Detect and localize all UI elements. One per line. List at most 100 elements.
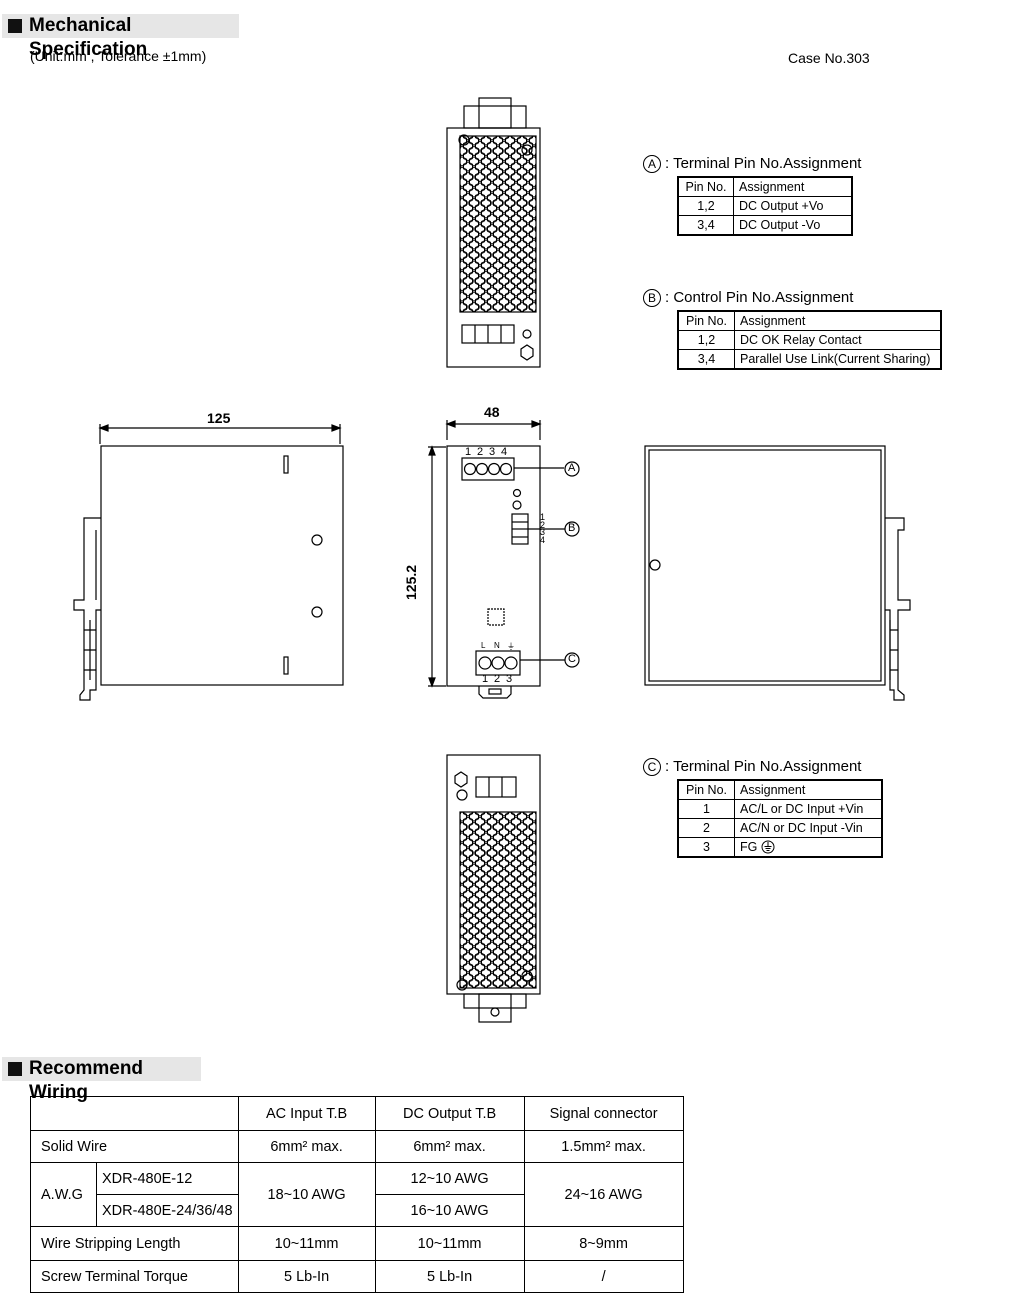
marker-c: C	[568, 653, 576, 665]
fg-label: FG	[740, 839, 758, 854]
pin-table-b-title: B: Control Pin No.Assignment	[643, 289, 854, 308]
table-row: A.W.G XDR-480E-12 18~10 AWG 12~10 AWG 24…	[30, 1162, 684, 1227]
assignment-cell: DC OK Relay Contact	[734, 330, 942, 350]
table-row: 1,2 DC Output +Vo	[677, 196, 853, 216]
pin-cell: 1,2	[677, 196, 734, 216]
table-row: 1,2 DC OK Relay Contact	[677, 330, 942, 350]
awg-model-1: XDR-480E-12	[96, 1162, 239, 1195]
header-assignment: Assignment	[734, 779, 883, 800]
bottom-view	[446, 754, 541, 1023]
table-row: Solid Wire 6mm² max. 6mm² max. 1.5mm² ma…	[30, 1130, 684, 1163]
dim-height: 125.2	[403, 564, 419, 600]
heading-square-icon	[8, 1062, 22, 1076]
header-pin-no: Pin No.	[677, 779, 735, 800]
torque-dc: 5 Lb-In	[374, 1260, 525, 1293]
header-ac-input: AC Input T.B	[237, 1096, 376, 1131]
assignment-cell: DC Output +Vo	[733, 196, 853, 216]
table-row: Pin No. Assignment	[677, 176, 853, 197]
right-side-view	[644, 445, 911, 701]
pin-cell: 3	[677, 837, 735, 858]
circle-c-icon: C	[643, 758, 661, 777]
dim-width: 48	[484, 404, 500, 420]
solid-wire-ac: 6mm² max.	[237, 1130, 376, 1163]
pin-cell: 1	[677, 799, 735, 819]
table-row: XDR-480E-24/36/48 16~10 AWG	[31, 1194, 684, 1227]
strip-ac: 10~11mm	[237, 1226, 376, 1261]
circle-b-icon: B	[643, 289, 661, 308]
pin-table-c-heading: : Terminal Pin No.Assignment	[665, 758, 862, 775]
pin-table-a-title: A: Terminal Pin No.Assignment	[643, 155, 862, 174]
strip-label: Wire Stripping Length	[30, 1226, 239, 1261]
front-pin-2: 2	[477, 446, 484, 458]
table-row: 3,4 Parallel Use Link(Current Sharing)	[677, 349, 942, 370]
left-side-view	[73, 424, 344, 701]
table-row: 3 FG	[677, 837, 883, 858]
case-number: Case No.303	[788, 50, 870, 66]
marker-b: B	[568, 522, 576, 534]
recommend-wiring-heading: Recommend Wiring	[2, 1057, 201, 1103]
pin-cell: 2	[677, 818, 735, 838]
torque-ac: 5 Lb-In	[237, 1260, 376, 1293]
ground-symbol-icon	[761, 840, 775, 854]
header-pin-no: Pin No.	[677, 176, 734, 197]
assignment-cell: FG	[734, 837, 883, 858]
front-ctrl-pin-numbers: 1 2 3 4	[540, 512, 546, 545]
pin-table-c-title: C: Terminal Pin No.Assignment	[643, 758, 862, 777]
header-assignment: Assignment	[733, 176, 853, 197]
torque-signal: /	[523, 1260, 684, 1293]
solid-wire-label: Solid Wire	[30, 1130, 239, 1163]
pin-table-c: Pin No. Assignment 1 AC/L or DC Input +V…	[677, 779, 883, 858]
solid-wire-dc: 6mm² max.	[374, 1130, 525, 1163]
bottom-pin-2: 2	[494, 673, 501, 685]
ctrl-pin-2: 2	[540, 519, 546, 530]
torque-label: Screw Terminal Torque	[30, 1260, 239, 1293]
pin-table-a-heading: : Terminal Pin No.Assignment	[665, 155, 862, 172]
input-label-l: L	[481, 641, 486, 650]
dim-length: 125	[207, 410, 231, 426]
circle-a-icon: A	[643, 155, 661, 174]
table-row: Pin No. Assignment	[677, 310, 942, 331]
pin-cell: 3,4	[677, 349, 735, 370]
table-row: 1 AC/L or DC Input +Vin	[677, 799, 883, 819]
header-blank	[30, 1096, 239, 1131]
assignment-cell: Parallel Use Link(Current Sharing)	[734, 349, 942, 370]
ctrl-pin-1: 1	[540, 512, 546, 522]
bottom-pin-3: 3	[506, 673, 513, 685]
header-signal: Signal connector	[523, 1096, 684, 1131]
strip-dc: 10~11mm	[374, 1226, 525, 1261]
input-label-fg: ⏚	[507, 642, 515, 651]
mechanical-drawings	[73, 97, 911, 1023]
mechanical-spec-heading: Mechanical Specification	[2, 14, 239, 60]
assignment-cell: AC/N or DC Input -Vin	[734, 818, 883, 838]
header-assignment: Assignment	[734, 310, 942, 331]
strip-signal: 8~9mm	[523, 1226, 684, 1261]
ctrl-pin-4: 4	[540, 534, 546, 545]
heading-square-icon	[8, 19, 22, 33]
awg-ac: 18~10 AWG	[237, 1162, 376, 1227]
unit-note: (Unit:mm , Tolerance ±1mm)	[30, 48, 207, 64]
table-row: Pin No. Assignment	[677, 779, 883, 800]
table-row: AC Input T.B DC Output T.B Signal connec…	[30, 1096, 684, 1131]
table-row: 3,4 DC Output -Vo	[677, 215, 853, 236]
awg-dc-2: 16~10 AWG	[374, 1194, 525, 1227]
front-pin-1: 1	[465, 446, 472, 458]
marker-a: A	[568, 462, 576, 474]
awg-dc-1: 12~10 AWG	[374, 1162, 525, 1195]
pin-cell: 1,2	[677, 330, 735, 350]
table-row: Wire Stripping Length 10~11mm 10~11mm 8~…	[30, 1226, 684, 1261]
front-view	[428, 420, 580, 699]
pin-table-a: Pin No. Assignment 1,2 DC Output +Vo 3,4…	[677, 176, 853, 236]
pin-table-b-heading: : Control Pin No.Assignment	[665, 289, 854, 306]
input-label-n: N	[494, 641, 500, 650]
ctrl-pin-3: 3	[540, 527, 546, 537]
wiring-table: AC Input T.B DC Output T.B Signal connec…	[30, 1096, 684, 1293]
solid-wire-signal: 1.5mm² max.	[523, 1130, 684, 1163]
awg-model-2: XDR-480E-24/36/48	[96, 1194, 239, 1227]
front-pin-4: 4	[501, 446, 508, 458]
table-row: 2 AC/N or DC Input -Vin	[677, 818, 883, 838]
top-view	[446, 97, 541, 368]
front-pin-3: 3	[489, 446, 496, 458]
header-dc-output: DC Output T.B	[374, 1096, 525, 1131]
pin-table-b: Pin No. Assignment 1,2 DC OK Relay Conta…	[677, 310, 942, 370]
pin-cell: 3,4	[677, 215, 734, 236]
